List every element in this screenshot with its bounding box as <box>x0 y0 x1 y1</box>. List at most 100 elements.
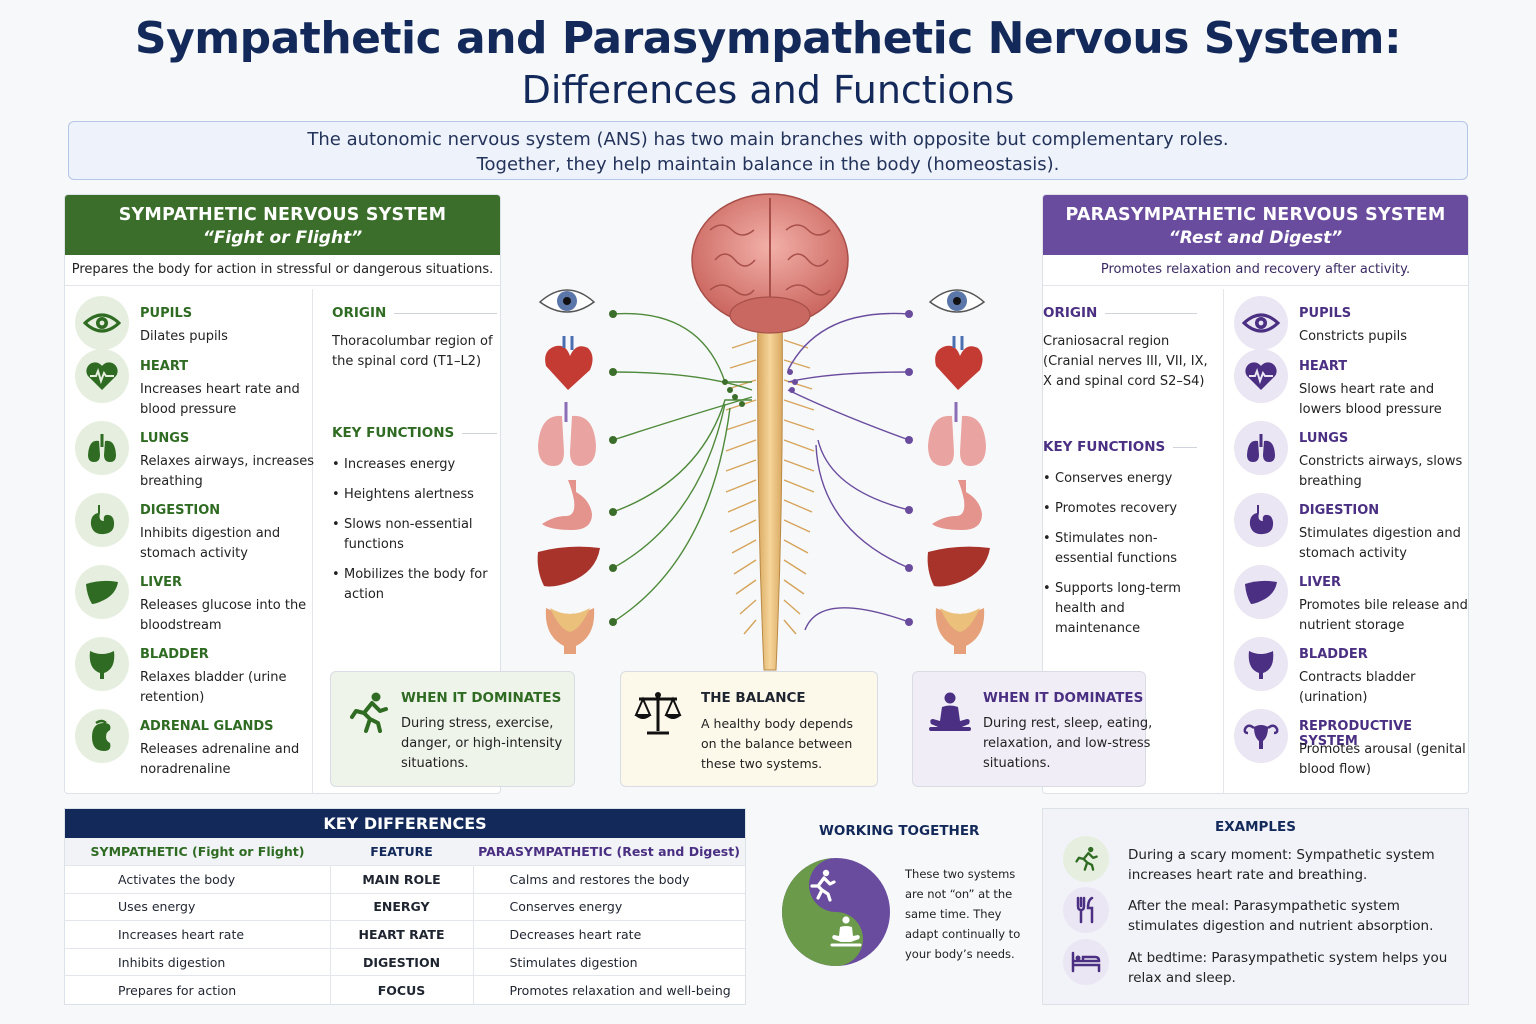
table-cell: FOCUS <box>330 975 474 1004</box>
organ-name: LUNGS <box>140 431 190 446</box>
organ-name: LIVER <box>140 575 183 590</box>
table-cell: Conserves energy <box>473 893 745 922</box>
organ-name: BLADDER <box>1299 647 1368 662</box>
organ-item-pupils: PUPILS Dilates pupils <box>73 296 311 366</box>
sympathetic-connections <box>612 312 753 623</box>
liver-icon <box>1234 565 1288 619</box>
card-text: During stress, exercise, danger, or high… <box>401 716 563 771</box>
organ-desc: Constricts pupils <box>1299 329 1407 344</box>
table-row: Activates the body MAIN ROLE Calms and r… <box>65 865 745 894</box>
yin-yang-icon <box>782 858 890 966</box>
column-header-feature: FEATURE <box>330 838 473 867</box>
meditation-icon <box>925 688 975 738</box>
organ-name: REPRODUCTIVE SYSTEM <box>1299 719 1413 749</box>
organ-name: DIGESTION <box>140 503 221 518</box>
organ-name: LUNGS <box>1299 431 1349 446</box>
card-title: WHEN IT DOMINATES <box>401 690 562 706</box>
list-item: Increases energy <box>332 455 497 475</box>
example-text: After the meal: Parasympathetic system s… <box>1128 898 1434 934</box>
column-header-parasympathetic: PARASYMPATHETIC (Rest and Digest) <box>473 838 745 867</box>
organ-item-bladder: BLADDER Contracts bladder (urination) <box>1232 637 1470 707</box>
eye-icon <box>928 289 986 313</box>
organ-name: HEART <box>140 359 189 374</box>
origin-title: ORIGIN <box>332 305 497 321</box>
lungs-icon <box>1234 421 1288 475</box>
organ-desc: Contracts bladder (urination) <box>1299 670 1416 705</box>
table-cell: Increases heart rate <box>65 920 331 949</box>
organ-item-heart: HEART Increases heart rate and blood pre… <box>73 349 311 419</box>
list-item: Slows non-essential functions <box>332 515 497 555</box>
sympathetic-connection-dots <box>609 310 745 626</box>
organ-name: BLADDER <box>140 647 209 662</box>
parasympathetic-connection-dots <box>787 310 913 626</box>
table-row: Increases heart rate HEART RATE Decrease… <box>65 920 745 949</box>
sympathetic-panel: SYMPATHETIC NERVOUS SYSTEM “Fight or Fli… <box>64 194 501 794</box>
sympathetic-info: ORIGIN Thoracolumbar region of the spina… <box>332 305 497 615</box>
key-functions-list: Increases energy Heightens alertness Slo… <box>332 455 497 605</box>
table-cell: Prepares for action <box>65 975 331 1004</box>
example-item: During a scary moment: Sympathetic syste… <box>1063 836 1463 886</box>
organ-name: ADRENAL GLANDS <box>140 719 274 734</box>
organ-desc: Constricts airways, slows breathing <box>1299 454 1463 489</box>
origin-title: ORIGIN <box>1043 305 1197 321</box>
key-differences-table: KEY DIFFERENCES SYMPATHETIC (Fight or Fl… <box>64 808 746 1005</box>
left-organ-illustrations <box>537 289 600 654</box>
right-organ-illustrations <box>927 289 990 654</box>
table-row: Prepares for action FOCUS Promotes relax… <box>65 975 745 1004</box>
heart-icon <box>935 336 983 390</box>
origin-text: Craniosacral region (Cranial nerves III,… <box>1043 334 1208 389</box>
table-cell: ENERGY <box>330 893 474 922</box>
organ-desc: Slows heart rate and lowers blood pressu… <box>1299 382 1442 417</box>
example-item: At bedtime: Parasympathetic system helps… <box>1063 939 1463 989</box>
table-cell: Activates the body <box>65 865 331 894</box>
key-functions-title: KEY FUNCTIONS <box>1043 439 1197 455</box>
sympathetic-organ-list: PUPILS Dilates pupils HEART Increases he… <box>65 289 314 793</box>
table-cell: Stimulates digestion <box>473 948 745 977</box>
organ-item-heart: HEART Slows heart rate and lowers blood … <box>1232 349 1470 419</box>
page-title: Sympathetic and Parasympathetic Nervous … <box>134 13 1402 64</box>
balance-scale-icon <box>633 688 683 738</box>
organ-desc: Promotes bile release and nutrient stora… <box>1299 598 1468 633</box>
heart-icon <box>545 336 593 390</box>
organ-desc: Relaxes bladder (urine retention) <box>140 670 287 705</box>
organ-item-digestion: DIGESTION Stimulates digestion and stoma… <box>1232 493 1470 563</box>
list-item: Mobilizes the body for action <box>332 565 497 605</box>
liver-icon <box>75 565 129 619</box>
stomach-icon <box>75 493 129 547</box>
sympathetic-title: SYMPATHETIC NERVOUS SYSTEM <box>118 205 447 225</box>
organ-item-digestion: DIGESTION Inhibits digestion and stomach… <box>73 493 311 563</box>
table-cell: DIGESTION <box>330 948 474 977</box>
example-item: After the meal: Parasympathetic system s… <box>1063 887 1463 937</box>
card-text: A healthy body depends on the balance be… <box>701 716 853 771</box>
bladder-icon <box>75 637 129 691</box>
lungs-icon <box>928 402 986 466</box>
table-cell: Calms and restores the body <box>473 865 745 894</box>
parasympathetic-title: PARASYMPATHETIC NERVOUS SYSTEM <box>1065 205 1446 225</box>
table-cell: Decreases heart rate <box>473 920 745 949</box>
table-cell: MAIN ROLE <box>330 865 474 894</box>
key-functions-list: Conserves energy Promotes recovery Stimu… <box>1043 469 1213 639</box>
key-functions-title: KEY FUNCTIONS <box>332 425 497 441</box>
bladder-icon <box>1234 637 1288 691</box>
organ-desc: Releases glucose into the bloodstream <box>140 598 307 633</box>
fork-knife-icon <box>1063 887 1109 933</box>
sympathetic-dominates-card: WHEN IT DOMINATES During stress, exercis… <box>330 671 575 787</box>
card-title: WHEN IT DOMINATES <box>983 690 1144 706</box>
organ-item-pupils: PUPILS Constricts pupils <box>1232 296 1470 366</box>
heart-icon <box>75 349 129 403</box>
card-title: THE BALANCE <box>701 690 806 706</box>
examples-title: EXAMPLES <box>1215 819 1296 835</box>
intro-line-2: Together, they help maintain balance in … <box>476 154 1060 175</box>
brain <box>691 193 849 334</box>
organ-desc: Dilates pupils <box>140 329 228 344</box>
working-together-text: These two systems are not “on” at the sa… <box>905 867 1021 961</box>
example-text: At bedtime: Parasympathetic system helps… <box>1128 950 1448 986</box>
sympathetic-header: SYMPATHETIC NERVOUS SYSTEM “Fight or Fli… <box>65 195 500 255</box>
parasympathetic-header: PARASYMPATHETIC NERVOUS SYSTEM “Rest and… <box>1043 195 1468 255</box>
working-together-section: WORKING TOGETHER These two systems are n… <box>760 812 1042 1005</box>
organ-name: PUPILS <box>1299 306 1352 321</box>
key-differences-title: KEY DIFFERENCES <box>65 809 745 838</box>
list-item: Stimulates non-essential functions <box>1043 529 1213 569</box>
organ-item-bladder: BLADDER Relaxes bladder (urine retention… <box>73 637 311 707</box>
differences-table: SYMPATHETIC (Fight or Flight) FEATURE PA… <box>65 838 745 1004</box>
